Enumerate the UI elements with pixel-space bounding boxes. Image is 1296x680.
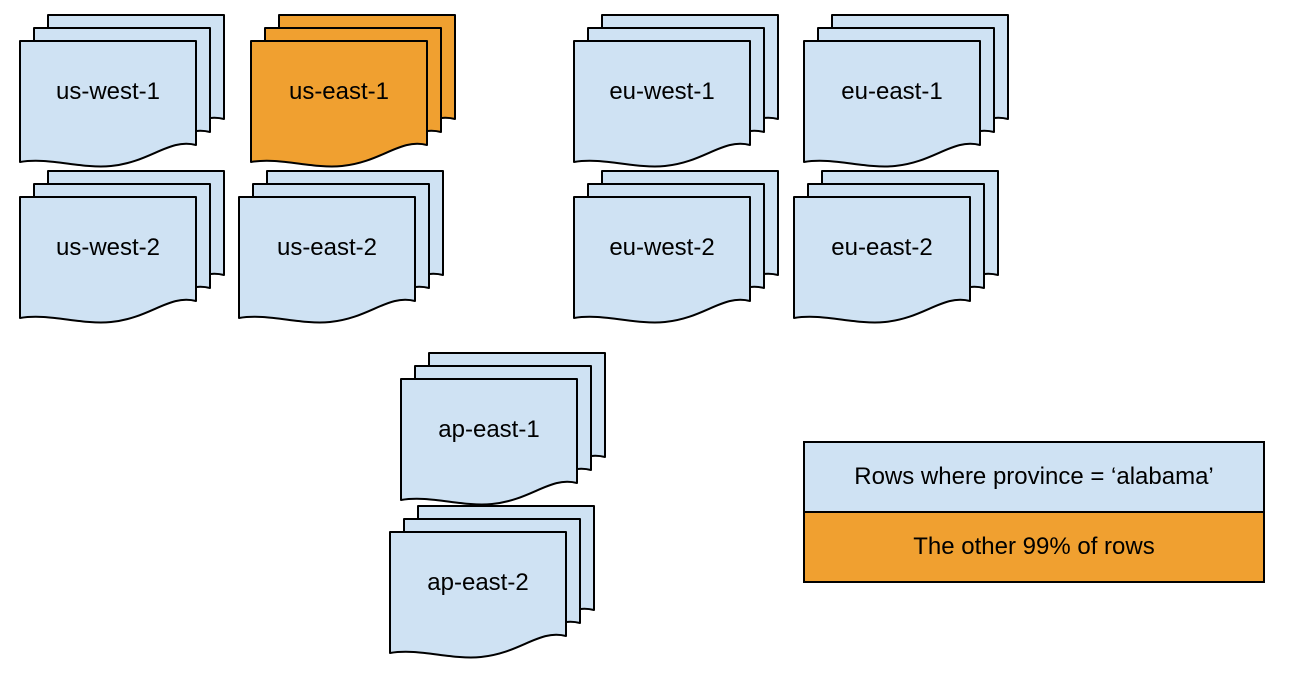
- doc-stack-eu-east-1: eu-east-1: [803, 14, 1009, 170]
- doc-stack-eu-east-2: eu-east-2: [793, 170, 999, 326]
- doc-stack-us-west-1: us-west-1: [19, 14, 225, 170]
- document-sheet-icon: [573, 40, 751, 168]
- doc-stack-us-east-2: us-east-2: [238, 170, 444, 326]
- document-sheet-icon: [400, 378, 578, 506]
- document-sheet-icon: [19, 40, 197, 168]
- document-sheet-icon: [250, 40, 428, 168]
- legend-label: The other 99% of rows: [913, 533, 1155, 560]
- doc-stack-ap-east-2: ap-east-2: [389, 505, 595, 661]
- document-sheet-icon: [793, 196, 971, 324]
- legend-label: Rows where province = ‘alabama’: [854, 463, 1214, 490]
- doc-stack-ap-east-1: ap-east-1: [400, 352, 606, 508]
- document-sheet-icon: [573, 196, 751, 324]
- doc-stack-us-west-2: us-west-2: [19, 170, 225, 326]
- document-sheet-icon: [389, 531, 567, 659]
- doc-stack-eu-west-2: eu-west-2: [573, 170, 779, 326]
- legend-row-alabama-rows: Rows where province = ‘alabama’: [805, 443, 1263, 511]
- doc-stack-eu-west-1: eu-west-1: [573, 14, 779, 170]
- doc-stack-us-east-1: us-east-1: [250, 14, 456, 170]
- document-sheet-icon: [19, 196, 197, 324]
- document-sheet-icon: [238, 196, 416, 324]
- legend: Rows where province = ‘alabama’ The othe…: [803, 441, 1265, 583]
- legend-row-other-rows: The other 99% of rows: [805, 511, 1263, 581]
- document-sheet-icon: [803, 40, 981, 168]
